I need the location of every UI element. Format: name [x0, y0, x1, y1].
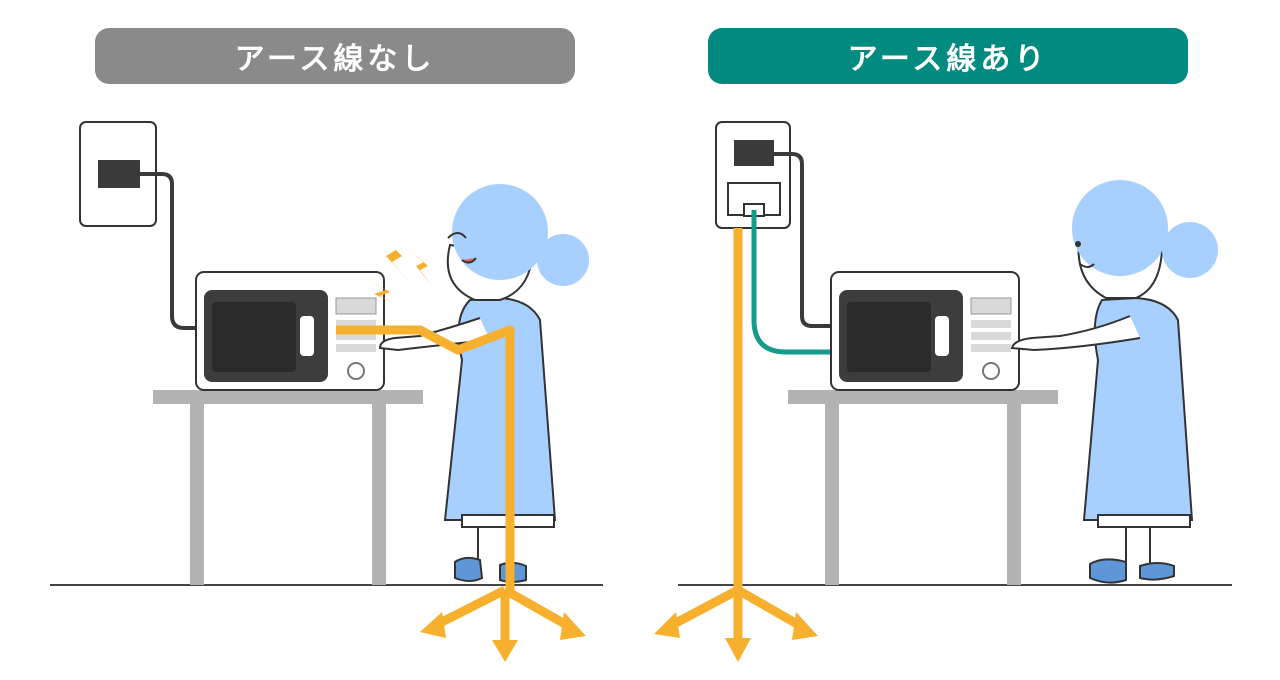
arrowheads	[420, 612, 586, 662]
microwave-icon	[195, 271, 385, 391]
person-calm	[1010, 180, 1218, 584]
person-shocked	[378, 184, 589, 583]
scene-without-ground	[50, 121, 603, 662]
power-cord	[140, 172, 206, 330]
ground-wire	[751, 210, 838, 355]
ground-dispersal-arrows-icon	[669, 586, 807, 642]
grounded-outlet-icon	[715, 121, 791, 229]
microwave-icon	[830, 271, 1020, 391]
arrowheads	[654, 612, 818, 662]
table	[153, 390, 423, 585]
panel-label-without-ground: アース線なし	[95, 28, 575, 84]
panel-label-with-ground: アース線あり	[708, 28, 1188, 84]
shock-spark-icon	[366, 232, 434, 304]
scene-with-ground	[654, 121, 1232, 662]
wall-outlet-icon	[79, 121, 157, 227]
electric-current-path	[336, 325, 515, 590]
ground-dispersal-arrows-icon	[433, 585, 575, 645]
power-cord	[774, 152, 838, 328]
table	[788, 390, 1058, 585]
